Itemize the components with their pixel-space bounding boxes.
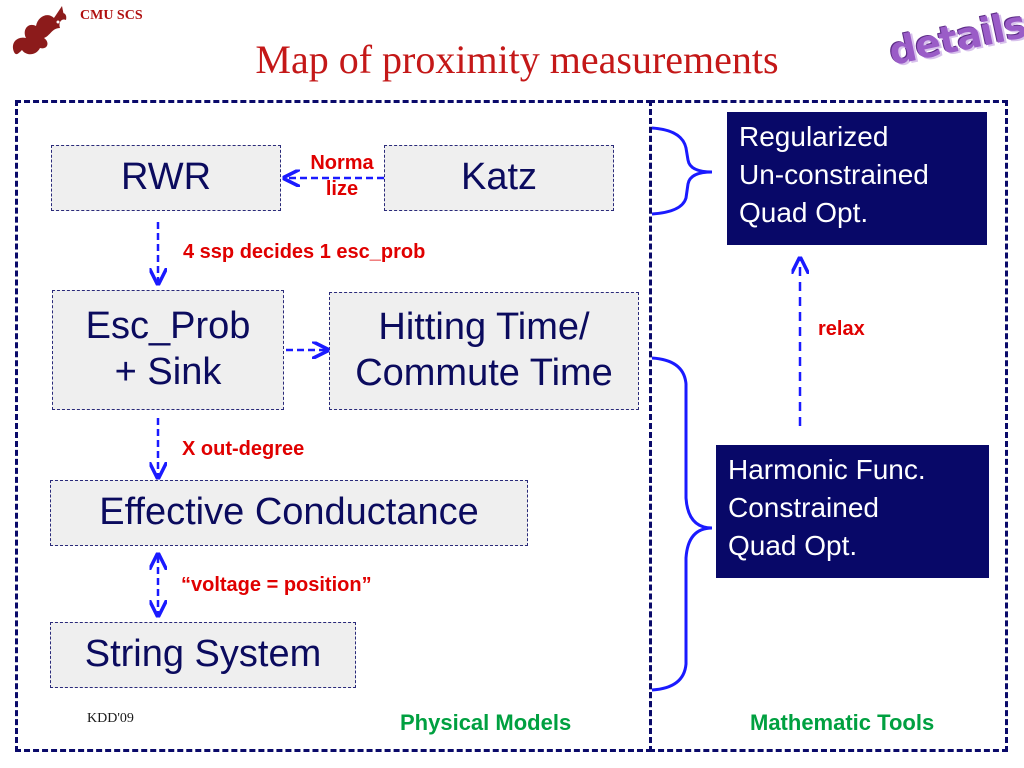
esc-prob-label-line2: + Sink — [114, 351, 222, 393]
regularized-line3: Quad Opt. — [739, 197, 869, 228]
katz-node: Katz — [384, 145, 614, 211]
slide-title: Map of proximity measurements — [255, 37, 779, 82]
harmonic-box: Harmonic Func. Constrained Quad Opt. — [716, 445, 989, 578]
string-system-node: String System — [50, 622, 356, 688]
string-system-label: String System — [84, 633, 322, 676]
harmonic-line2: Constrained — [728, 492, 879, 523]
normalize-label-line2: lize — [325, 178, 359, 200]
upper-brace — [651, 126, 713, 216]
ssp-label: 4 ssp decides 1 esc_prob — [183, 241, 426, 263]
out-degree-label: X out-degree — [182, 438, 305, 460]
cmu-dragon-logo — [12, 6, 67, 55]
mathematic-tools-panel — [649, 100, 1008, 752]
hitting-time-label-line1: Hitting Time/ — [378, 306, 590, 349]
rwr-node: RWR — [51, 145, 281, 211]
katz-label: Katz — [460, 156, 538, 199]
effective-conductance-label: Effective Conductance — [99, 491, 479, 534]
venue-label: KDD'09 — [87, 711, 134, 726]
hitting-time-label-line2: Commute Time — [355, 352, 613, 394]
effective-conductance-node: Effective Conductance — [50, 480, 528, 546]
esc-prob-label-line1: Esc_Prob — [85, 305, 251, 348]
rwr-label: RWR — [120, 156, 212, 199]
normalize-label: Norma lize — [300, 150, 384, 202]
lower-brace — [651, 356, 713, 692]
harmonic-line1: Harmonic Func. — [728, 454, 926, 485]
org-label: CMU SCS — [80, 8, 143, 23]
hitting-time-node: Hitting Time/ Commute Time — [329, 292, 639, 410]
regularized-box: Regularized Un-constrained Quad Opt. — [727, 112, 987, 245]
regularized-line1: Regularized — [739, 121, 889, 152]
normalize-label-line1: Norma — [310, 152, 374, 174]
voltage-label: “voltage = position” — [181, 574, 372, 596]
relax-label: relax — [818, 318, 865, 340]
physical-models-label: Physical Models — [400, 710, 572, 735]
harmonic-line3: Quad Opt. — [728, 530, 858, 561]
mathematic-tools-label: Mathematic Tools — [750, 710, 935, 735]
esc-prob-node: Esc_Prob + Sink — [52, 290, 284, 410]
regularized-line2: Un-constrained — [739, 159, 929, 190]
